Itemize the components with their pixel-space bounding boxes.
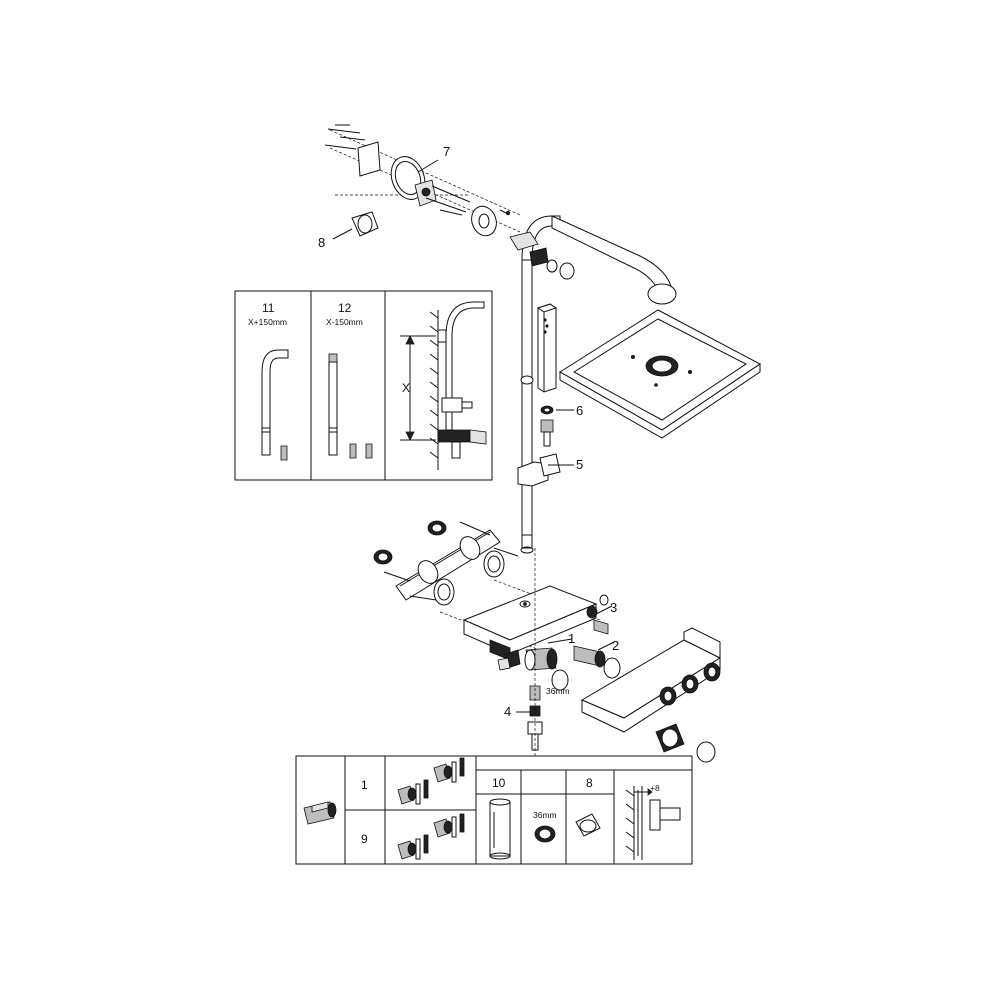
inset-col10-dim: 36mm (533, 810, 557, 820)
riser-extension-inset: 11 X+150mm 12 X-150mm X (234, 290, 493, 481)
thermostat-mixer (373, 520, 621, 760)
callout-4: 4 (504, 704, 511, 719)
callout-1: 1 (568, 631, 575, 646)
callout-8: 8 (318, 235, 325, 250)
screw (324, 128, 366, 150)
washer-8 (351, 211, 379, 237)
eccentric-connector (373, 520, 447, 565)
valve-set-1 (397, 757, 465, 805)
riser-pipe-short (328, 361, 338, 456)
dimension-36mm: 36mm (546, 686, 570, 696)
rosette (471, 205, 497, 237)
wall-flange (357, 141, 381, 177)
washer-8-inset (575, 813, 601, 837)
control-knob (659, 662, 721, 706)
inset-x-label: X (402, 381, 410, 395)
hand-shower-slider (517, 461, 549, 487)
wall-offset-schematic: +8 (625, 783, 681, 860)
inset-col8-number: 8 (586, 776, 593, 790)
shelf-and-handles (580, 627, 722, 763)
shower-riser (509, 215, 677, 554)
socket-ring (534, 825, 556, 843)
inset-col11-number: 11 (262, 301, 275, 315)
inset-col12-number: 12 (338, 301, 352, 315)
callout-2: 2 (612, 638, 619, 653)
shower-arm (551, 215, 673, 297)
callout-3: 3 (610, 600, 617, 615)
inset-col12-dim: X-150mm (326, 317, 363, 327)
callout-labels: 7 8 6 5 3 2 1 4 36mm (318, 144, 619, 719)
extension-sleeve (489, 798, 511, 860)
thermostat-handle (655, 723, 716, 763)
inset-row9-number: 9 (361, 832, 368, 846)
inset-col11-dim: X+150mm (248, 317, 287, 327)
wall-bracket-assembly (324, 124, 521, 240)
valve-set-9 (397, 813, 465, 860)
adapter-fitting (303, 801, 337, 825)
callout-7: 7 (443, 144, 450, 159)
inset-offset-label: +8 (650, 783, 660, 793)
cartridge-2 (573, 645, 606, 668)
inset-col10-number: 10 (492, 776, 506, 790)
riser-pipe-long (261, 349, 289, 456)
cartridge-1 (524, 647, 558, 671)
hand-shower (536, 303, 558, 447)
head-shower (559, 309, 761, 439)
inset-row1-number: 1 (361, 778, 368, 792)
accessories-inset: 1 9 10 (295, 755, 693, 865)
callout-6: 6 (576, 403, 583, 418)
callout-5: 5 (576, 457, 583, 472)
